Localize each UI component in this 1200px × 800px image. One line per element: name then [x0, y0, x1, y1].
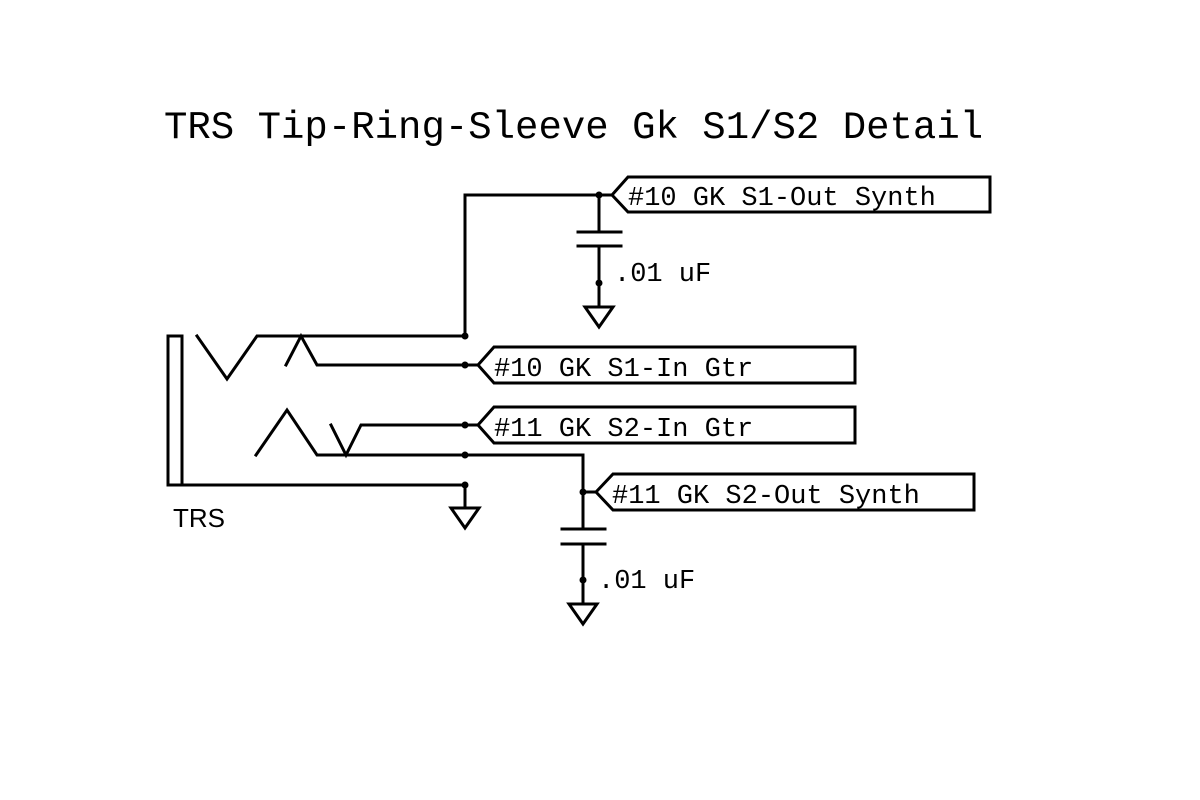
junction-node — [461, 361, 469, 369]
c2-value-label: .01 uF — [598, 567, 695, 597]
ring-contact — [253, 407, 585, 458]
net-label-s2-out: #11 GK S2-Out Synth — [612, 482, 920, 512]
jack-label: TRS — [173, 503, 225, 533]
junction-node — [579, 576, 587, 584]
flag-outline — [475, 405, 857, 445]
ring-switch-contact — [328, 422, 467, 459]
tip-contact — [194, 333, 467, 382]
net-flag-s1-out[interactable]: #10 GK S1-Out Synth — [597, 175, 992, 214]
junction-node — [461, 481, 469, 489]
net-label-s2-in: #11 GK S2-In Gtr — [494, 415, 753, 445]
ground-icon — [448, 506, 482, 531]
s1-out-wire — [463, 193, 601, 338]
junction-node — [461, 332, 469, 340]
tip-switch-contact — [283, 332, 467, 368]
junction-node — [461, 421, 469, 429]
c1-value-label: .01 uF — [614, 260, 711, 290]
capacitor-c2 — [560, 527, 607, 546]
sleeve-ground — [448, 483, 482, 531]
ground-icon — [582, 305, 616, 330]
capacitor-c1 — [576, 230, 623, 248]
diagram-title: TRS Tip-Ring-Sleeve Gk S1/S2 Detail — [164, 106, 983, 150]
s2-out-branch: .01 uF #11 GK S2-Out Synth — [560, 453, 976, 627]
sleeve-body — [166, 334, 184, 487]
net-flag-s1-in[interactable]: #10 GK S1-In Gtr — [463, 345, 857, 385]
junction-node — [595, 279, 603, 287]
s1-out-branch: .01 uF #10 GK S1-Out Synth — [463, 175, 992, 338]
net-flag-s2-out[interactable]: #11 GK S2-Out Synth — [581, 472, 976, 512]
net-label-s1-in: #10 GK S1-In Gtr — [494, 355, 753, 385]
trs-jack: TRS — [166, 332, 585, 533]
junction-node — [461, 451, 469, 459]
flag-outline — [475, 345, 857, 385]
net-flag-s2-in[interactable]: #11 GK S2-In Gtr — [463, 405, 857, 445]
net-label-s1-out: #10 GK S1-Out Synth — [628, 184, 936, 214]
ground-icon — [566, 602, 600, 627]
flag-outline — [593, 472, 976, 512]
flag-outline — [609, 175, 992, 214]
